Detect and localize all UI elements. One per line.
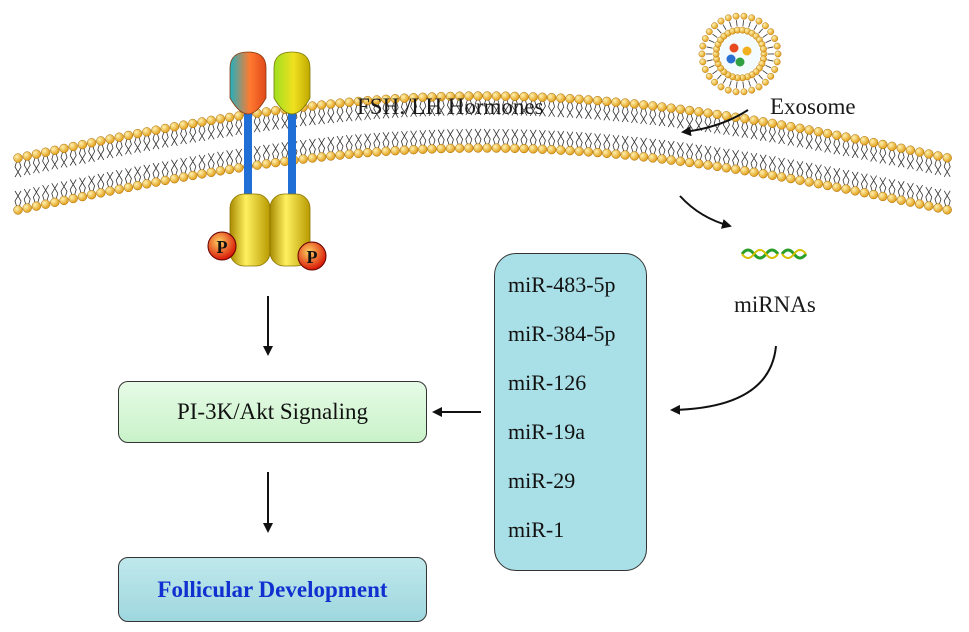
mirna-item: miR-1: [508, 517, 565, 542]
exosome-label: Exosome: [770, 94, 856, 119]
arrow-exosome-to-membrane: [681, 109, 749, 137]
hormones-label: FSH./LH Hormones: [357, 94, 544, 119]
phospho-label-right: P: [307, 247, 318, 267]
mirna-item: miR-19a: [508, 419, 585, 444]
receptor-icon: [207, 51, 327, 271]
mirna-list-box: miR-483-5p miR-384-5p miR-126 miR-19a mi…: [494, 253, 647, 571]
mirna-item: miR-483-5p: [508, 272, 616, 297]
pi3k-akt-signaling-label: PI-3K/Akt Signaling: [176, 399, 369, 424]
pi3k-akt-signaling-box: PI-3K/Akt Signaling: [118, 381, 427, 443]
follicular-development-label: Follicular Development: [157, 576, 388, 602]
mirna-item: miR-384-5p: [508, 321, 616, 346]
mirna-strand-icon: [740, 248, 808, 260]
exosome-vesicle-icon: [698, 12, 782, 96]
arrow-membrane-to-mirnas: [679, 195, 732, 229]
phospho-label-left: P: [217, 237, 228, 257]
mirna-item: miR-126: [508, 370, 587, 395]
mirna-item: miR-29: [508, 468, 576, 493]
arrow-mirnas-to-box: [670, 345, 777, 415]
lipid-bilayer-icon: [13, 91, 952, 215]
follicular-development-box: Follicular Development: [118, 557, 427, 622]
mirnas-label: miRNAs: [734, 292, 816, 317]
